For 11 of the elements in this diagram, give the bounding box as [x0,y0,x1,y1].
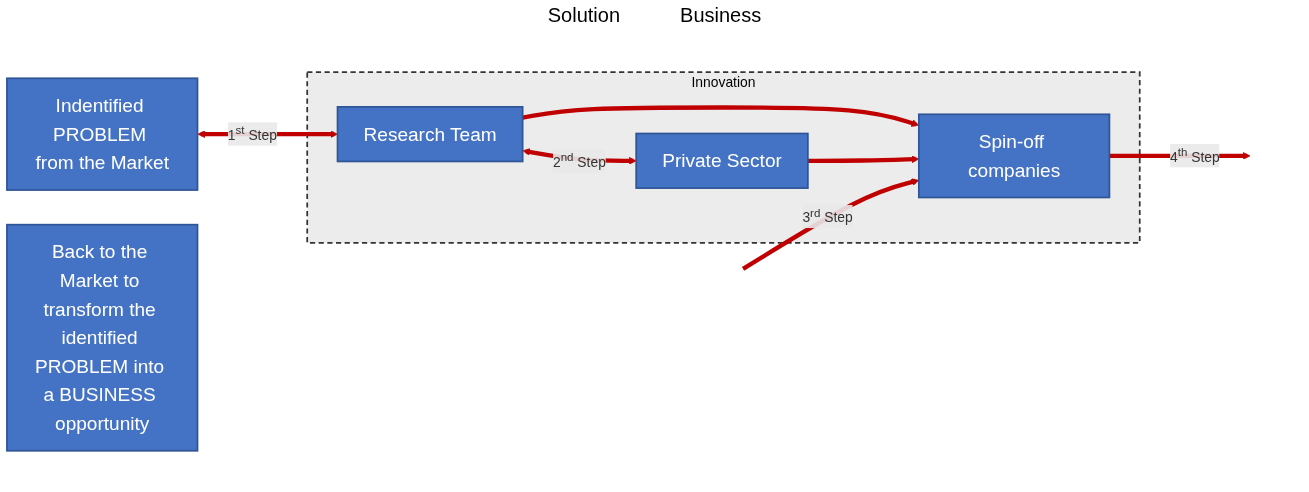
edge-label: 4$^{th}$ Step [1170,145,1220,165]
edge-label: 3$^{rd}$ Step [802,206,853,226]
node-box: Spin-off companies [917,113,1111,199]
note-text: Business [680,4,762,27]
edge-label: 2$^{nd}$ Step [552,150,606,170]
node-box: Indentified PROBLEM from the Market [6,77,199,191]
note-text: Solution [547,4,621,27]
node-box: Back to the Market to transform the identified PROBLEM into a BUSINESS opportunity [6,223,199,452]
edge-label: 1$^{st}$ Step [227,124,277,143]
node-box: Private Sector [635,132,809,189]
node-box: Research Team [336,106,524,163]
